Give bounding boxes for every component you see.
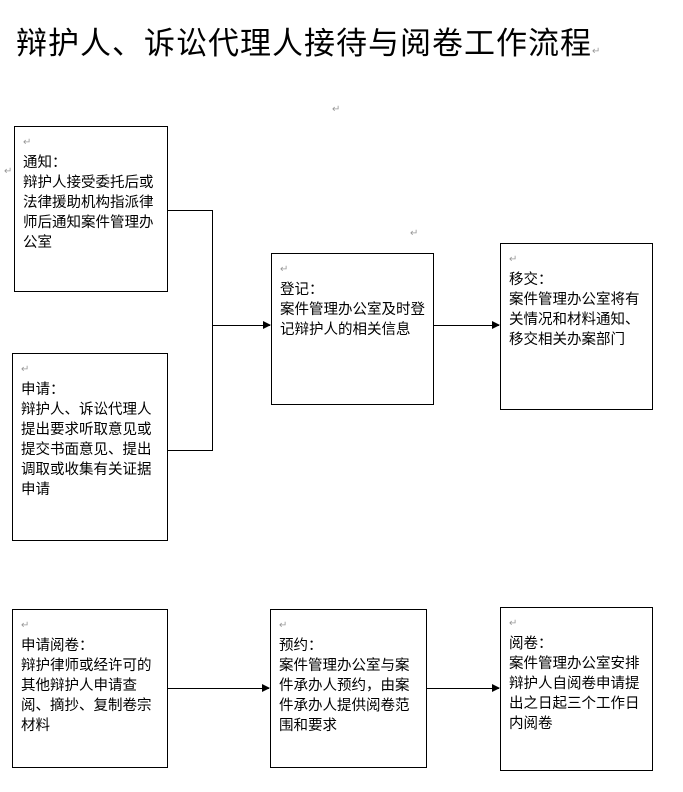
paragraph-mark: ↵	[509, 618, 518, 629]
box-heading: 阅卷：	[509, 636, 553, 652]
arrow-to-transfer	[434, 321, 500, 329]
paragraph-mark: ↵	[280, 264, 289, 275]
box-body: 案件管理办公室安排辩护人自阅卷申请提出之日起三个工作日内阅卷	[509, 656, 640, 732]
box-body: 案件管理办公室将有关情况和材料通知、移交相关办案部门	[509, 292, 640, 348]
paragraph-mark: ↵	[279, 620, 288, 631]
box-body: 辩护人接受委托后或法律援助机构指派律师后通知案件管理办公室	[23, 175, 154, 251]
flow-box-apply-review: ↵ 申请阅卷： 辩护律师或经许可的其他辩护人申请查阅、摘抄、复制卷宗材料	[12, 609, 168, 768]
box-heading: 申请：	[21, 382, 65, 398]
box-heading: 移交：	[509, 272, 553, 288]
box-heading: 通知：	[23, 155, 67, 171]
arrow-to-appointment	[168, 684, 270, 692]
box-body: 辩护人、诉讼代理人提出要求听取意见或提交书面意见、提出调取或收集有关证据申请	[21, 402, 152, 498]
paragraph-mark: ↵	[21, 364, 30, 375]
connector-line	[168, 210, 212, 211]
flow-box-apply: ↵ 申请： 辩护人、诉讼代理人提出要求听取意见或提交书面意见、提出调取或收集有关…	[12, 353, 168, 541]
paragraph-mark: ↵	[592, 46, 602, 57]
paragraph-mark: ↵	[21, 620, 30, 631]
document-title: 辩护人、诉讼代理人接待与阅卷工作流程↵	[16, 18, 601, 63]
flow-box-notify: ↵ 通知： 辩护人接受委托后或法律援助机构指派律师后通知案件管理办公室	[14, 126, 168, 292]
paragraph-mark: ↵	[4, 166, 13, 177]
paragraph-mark: ↵	[509, 254, 518, 265]
flow-box-register: ↵ 登记： 案件管理办公室及时登记辩护人的相关信息	[271, 253, 434, 405]
connector-line	[168, 450, 212, 451]
flow-box-appointment: ↵ 预约： 案件管理办公室与案件承办人预约，由案件承办人提供阅卷范围和要求	[270, 609, 427, 768]
title-text: 辩护人、诉讼代理人接待与阅卷工作流程	[16, 26, 592, 62]
paragraph-mark: ↵	[23, 137, 32, 148]
arrow-to-register	[212, 321, 271, 329]
flow-box-review: ↵ 阅卷： 案件管理办公室安排辩护人自阅卷申请提出之日起三个工作日内阅卷	[500, 607, 653, 771]
flow-box-transfer: ↵ 移交： 案件管理办公室将有关情况和材料通知、移交相关办案部门	[500, 243, 653, 410]
box-heading: 预约：	[279, 638, 323, 654]
box-body: 案件管理办公室及时登记辩护人的相关信息	[280, 302, 425, 338]
arrow-to-review	[427, 684, 500, 692]
box-heading: 申请阅卷：	[21, 638, 94, 654]
box-body: 辩护律师或经许可的其他辩护人申请查阅、摘抄、复制卷宗材料	[21, 658, 152, 734]
box-body: 案件管理办公室与案件承办人预约，由案件承办人提供阅卷范围和要求	[279, 658, 410, 734]
paragraph-mark: ↵	[410, 228, 419, 239]
paragraph-mark: ↵	[332, 104, 341, 115]
box-heading: 登记：	[280, 282, 324, 298]
connector-line	[212, 210, 213, 451]
